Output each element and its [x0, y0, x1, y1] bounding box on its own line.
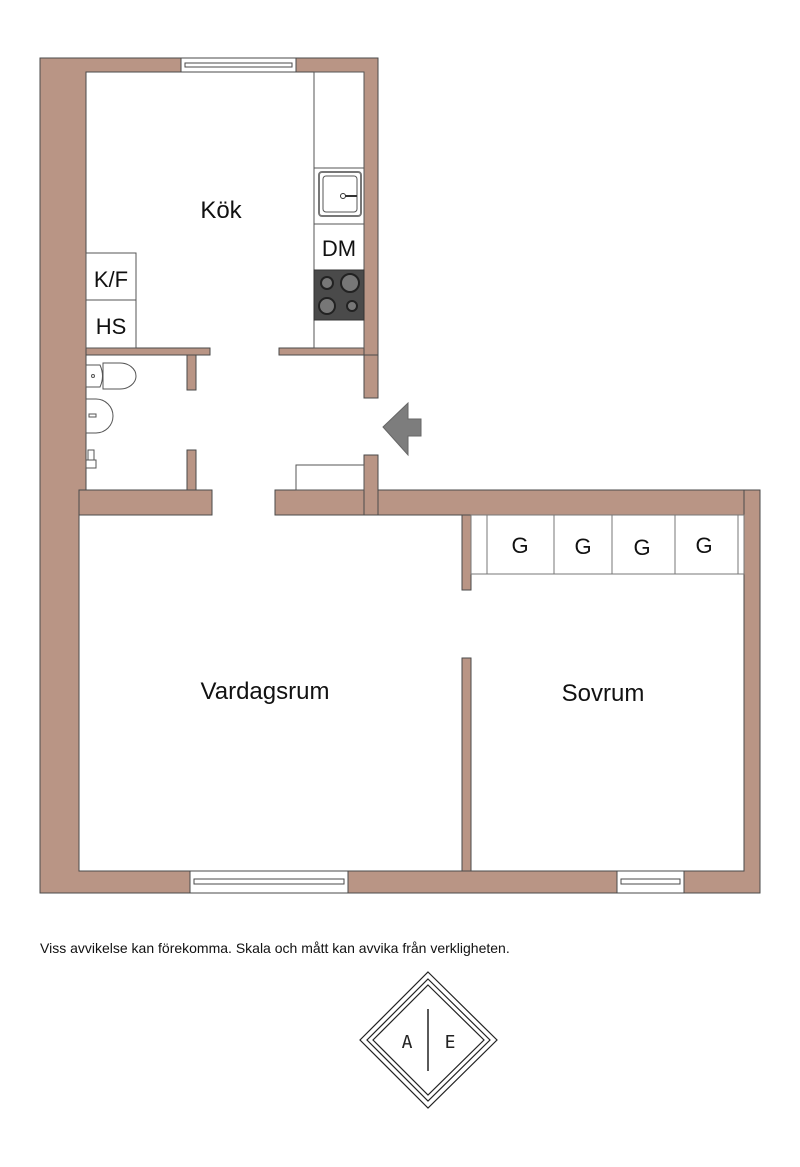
- windows: [180, 57, 685, 894]
- living-room-area: [78, 514, 463, 872]
- entrance-arrow-icon: [382, 401, 422, 457]
- logo-letter-e: E: [445, 1032, 456, 1053]
- wall-entry-top: [363, 354, 379, 399]
- wall-entry-bottom: [363, 454, 379, 516]
- fixture-label-dishwasher: DM: [322, 236, 356, 261]
- wall-hall-living-right: [274, 489, 745, 516]
- wall-kitchen-bath-left: [85, 347, 211, 356]
- washbasin-icon: [85, 398, 114, 434]
- wardrobe-label: G: [574, 534, 591, 559]
- room-label-kitchen: Kök: [200, 197, 242, 224]
- hall-cabinet: [295, 464, 365, 491]
- wardrobes: [470, 514, 745, 575]
- room-label-living-room: Vardagsrum: [201, 678, 330, 705]
- wall-hall-living-left: [78, 489, 213, 516]
- room-label-bedroom: Sovrum: [562, 680, 645, 707]
- tall-cabinet: [85, 299, 137, 349]
- wardrobe-label: G: [511, 533, 528, 558]
- wardrobe-label: G: [633, 535, 650, 560]
- wall-living-bedroom-bottom: [461, 657, 472, 872]
- wall-bath-partition-top: [186, 354, 197, 391]
- wardrobe-label: G: [695, 533, 712, 558]
- fixture-label-fridge-freezer: K/F: [94, 267, 128, 292]
- disclaimer-text: Viss avvikelse kan förekomma. Skala och …: [40, 940, 510, 956]
- toilet-icon: [85, 362, 137, 390]
- wall-living-bedroom-top: [461, 514, 472, 591]
- fridge-freezer: [85, 252, 137, 301]
- wall-bath-partition-bottom: [186, 449, 197, 491]
- wall-kitchen-hall-right: [278, 347, 365, 356]
- logo-letter-a: A: [402, 1032, 413, 1053]
- fixture-label-tall-cabinet: HS: [96, 314, 127, 339]
- entrance-door-opening: [363, 398, 379, 455]
- shower-tap-icon: [85, 449, 97, 469]
- agency-logo: A E: [359, 971, 498, 1109]
